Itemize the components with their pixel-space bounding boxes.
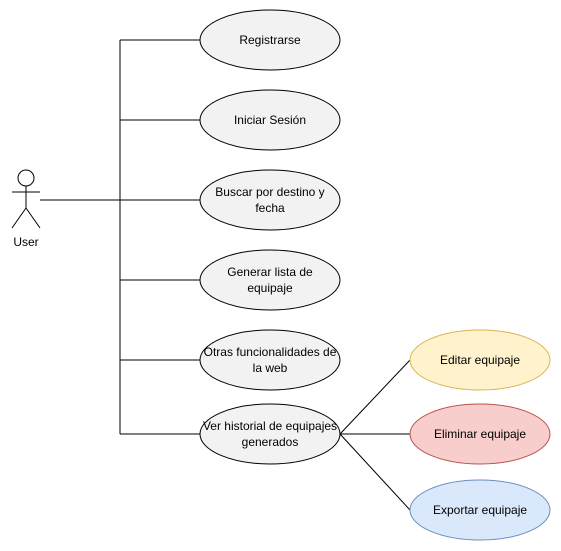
- sub-link-exportar: [339, 433, 411, 511]
- sub-use-case-editar: Editar equipaje: [409, 329, 551, 391]
- use-case-ellipse: [199, 403, 341, 465]
- actor-left-leg: [11, 207, 27, 229]
- use-case-registrarse: Registrarse: [199, 9, 341, 71]
- use-case-label: Iniciar Sesión: [234, 113, 306, 127]
- use-case-generar-lista: Generar lista de equipaje: [199, 249, 341, 311]
- sub-use-case-exportar: Exportar equipaje: [409, 479, 551, 541]
- actor-label: User: [13, 235, 38, 249]
- actor-right-leg: [25, 207, 41, 229]
- branch-lines: [120, 39, 200, 435]
- use-case-label: Otras funcionalidades de: [204, 345, 337, 359]
- use-case-ellipse: [199, 89, 341, 151]
- sub-use-case-label: Eliminar equipaje: [434, 427, 526, 441]
- use-case-ellipse: [199, 9, 341, 71]
- actor-user: User: [11, 169, 41, 249]
- sub-link-editar: [339, 359, 411, 435]
- use-case-ellipse: [199, 249, 341, 311]
- use-case-label: Generar lista de: [227, 265, 313, 279]
- use-case-label: Buscar por destino y: [215, 185, 324, 199]
- use-case-buscar: Buscar por destino y fecha: [199, 169, 341, 231]
- use-case-otras-funcionalidades: Otras funcionalidades de la web: [199, 329, 341, 391]
- use-case-label: Registrarse: [239, 33, 301, 47]
- sub-use-case-eliminar: Eliminar equipaje: [409, 403, 551, 465]
- actor-head: [17, 169, 35, 187]
- use-case-ellipse: [199, 169, 341, 231]
- use-case-iniciar-sesion: Iniciar Sesión: [199, 89, 341, 151]
- use-case-label: generados: [242, 435, 299, 449]
- sub-use-case-ellipse: [409, 403, 551, 465]
- sub-use-case-label: Editar equipaje: [440, 353, 520, 367]
- use-case-label: la web: [253, 361, 288, 375]
- sub-use-case-links: [339, 359, 411, 511]
- sub-use-case-label: Exportar equipaje: [433, 503, 527, 517]
- sub-use-case-ellipse: [409, 329, 551, 391]
- use-case-label: equipaje: [247, 281, 293, 295]
- use-case-label: Ver historial de equipajes: [203, 419, 337, 433]
- use-case-label: fecha: [255, 201, 285, 215]
- use-case-ellipse: [199, 329, 341, 391]
- use-case-ver-historial: Ver historial de equipajes generados: [199, 403, 341, 465]
- sub-use-case-ellipse: [409, 479, 551, 541]
